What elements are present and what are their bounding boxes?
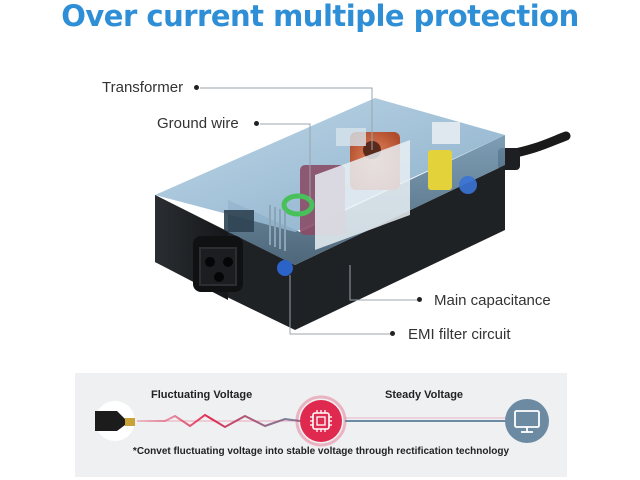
steady-voltage-label: Steady Voltage xyxy=(385,389,464,401)
monitor-icon xyxy=(505,399,549,443)
callout-ground-wire: Ground wire xyxy=(157,115,239,132)
power-adapter-illustration xyxy=(155,87,571,335)
callout-dot xyxy=(417,297,422,302)
fluctuating-voltage-label: Fluctuating Voltage xyxy=(151,389,253,401)
callout-emi-filter: EMI filter circuit xyxy=(408,326,511,343)
headline: Over current multiple protection xyxy=(61,0,579,33)
voltage-conversion-panel: Fluctuating Voltage Steady Voltage xyxy=(75,373,567,477)
callout-transformer: Transformer xyxy=(102,79,184,96)
callout-dot xyxy=(194,85,199,90)
dc-plug-icon xyxy=(95,401,135,441)
callout-dot xyxy=(390,331,395,336)
callout-main-capacitance: Main capacitance xyxy=(434,292,551,309)
callout-dot xyxy=(254,121,259,126)
chip-icon xyxy=(295,395,347,447)
voltage-flow-graphic xyxy=(95,395,549,447)
rectification-note: *Convet fluctuating voltage into stable … xyxy=(132,446,510,457)
